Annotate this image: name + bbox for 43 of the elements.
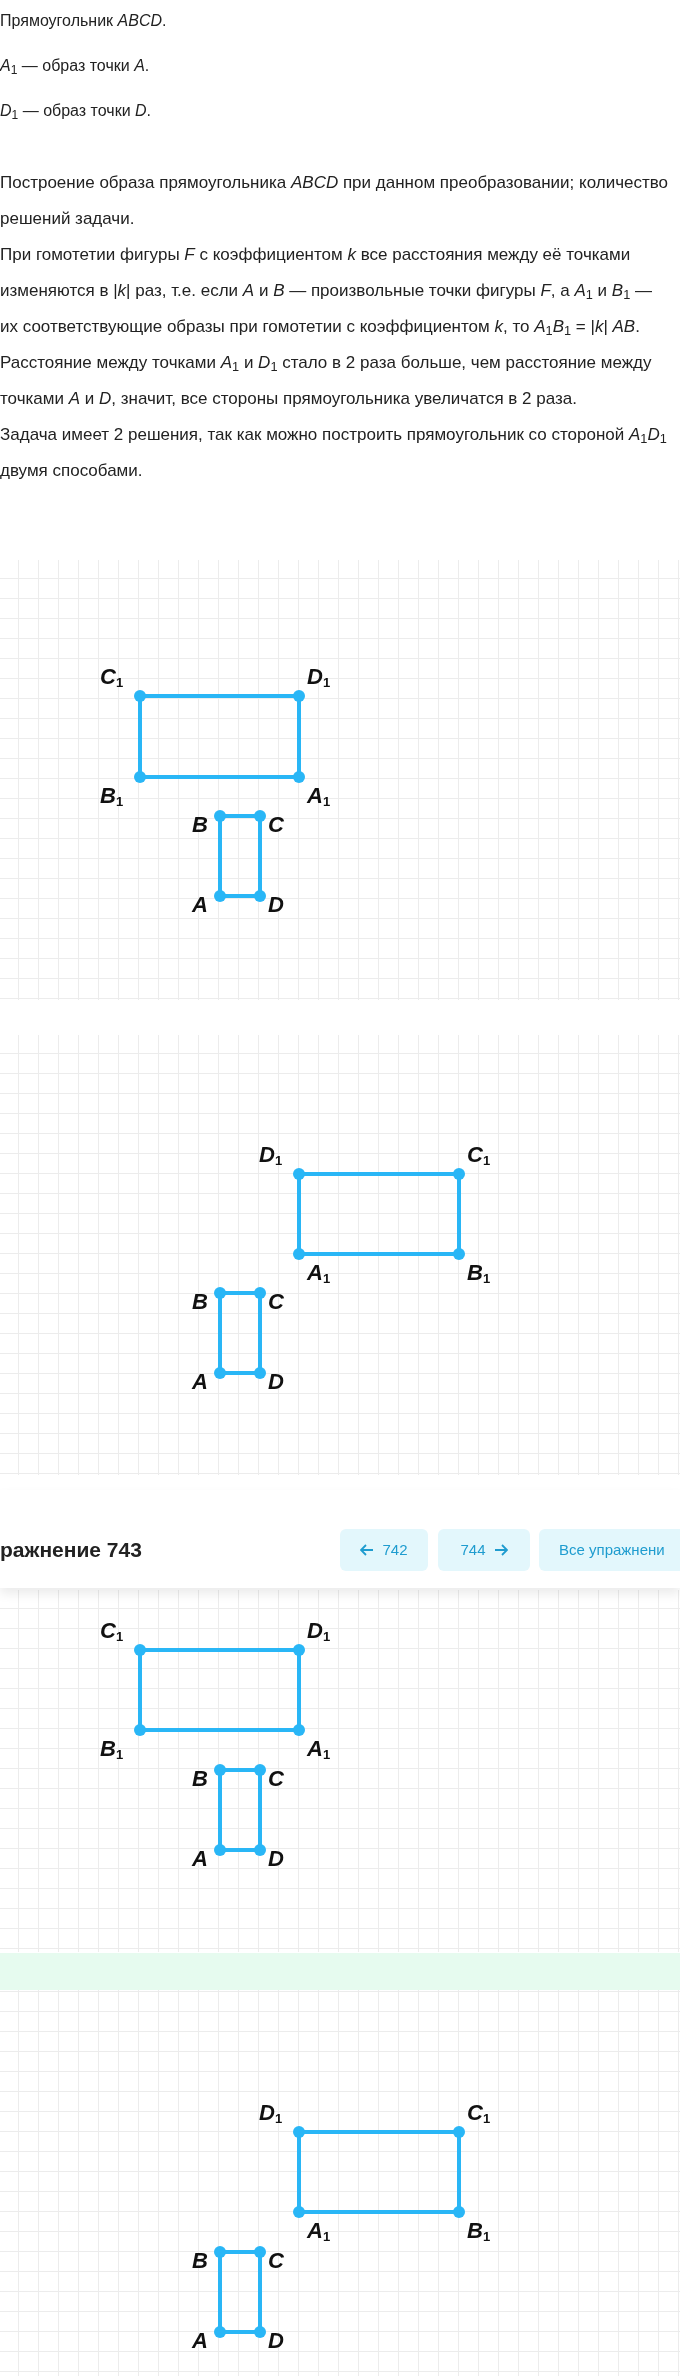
paragraph: Расстояние между точками A$_{1}$ и D$_{1}$ стало в 2 раза больше, чем расстояние между точками A и D, значит, все стороны прямоугольника увеличатся в 2 раза.: [0, 352, 653, 410]
vertex-label: D$_{1}$: [259, 1142, 283, 1168]
paragraph: При гомотетии фигуры F с коэффициентом k все расстояния между её точками изменяются в |k| раз, т.е. если A и B — произвольные точки фигуры F, а A$_{1}$ и B$_{1}$ — их соответствующие образы при гомотетии с коэффициентом k, то A$_{1}$B$_{1}$ = |k| AB.: [0, 244, 653, 341]
vertex-label: A: [192, 1846, 208, 1872]
vertex-label: D: [268, 2328, 284, 2354]
all-exercises-button: Все упражнени: [539, 1529, 680, 1571]
vertex-label: A: [192, 1369, 208, 1395]
vertex-label: A$_{1}$: [307, 783, 331, 809]
vertex-label: A: [192, 892, 208, 918]
vertex-label: A$_{1}$: [307, 1736, 331, 1762]
paragraph: Построение образа прямоугольника ABCD при данном преобразовании; количество решений задачи.: [0, 172, 670, 230]
text: Прямоугольник ABCD.: [0, 11, 167, 31]
vertex-label: C$_{1}$: [467, 1142, 491, 1168]
vertex-label: B: [192, 2248, 208, 2274]
vertex-label: C$_{1}$: [100, 664, 124, 690]
vertex-label: B: [192, 1766, 208, 1792]
vertex-label: A$_{1}$: [307, 1260, 331, 1286]
vertex-label: D: [268, 1369, 284, 1395]
vertex-label: D: [268, 1846, 284, 1872]
vertex-label: C: [268, 812, 284, 838]
text: D$_{1}$ — образ точки D.: [0, 101, 152, 124]
vertex-label: C: [268, 1289, 284, 1315]
vertex-label: C$_{1}$: [467, 2100, 491, 2126]
paragraph: Задача имеет 2 решения, так как можно построить прямоугольник со стороной A$_{1}$D$_{1}$ двумя способами.: [0, 424, 668, 482]
next-button: 744: [438, 1529, 530, 1571]
vertex-label: B: [192, 1289, 208, 1315]
vertex-label: D$_{1}$: [307, 664, 331, 690]
vertex-label: A: [192, 2328, 208, 2354]
vertex-label: B$_{1}$: [467, 1260, 491, 1286]
vertex-label: A$_{1}$: [307, 2218, 331, 2244]
previous-button: 742: [340, 1529, 428, 1571]
vertex-label: B$_{1}$: [100, 783, 124, 809]
text: A$_{1}$ — образ точки A.: [0, 56, 150, 79]
vertex-label: D: [268, 892, 284, 918]
vertex-label: C: [268, 1766, 284, 1792]
vertex-label: B$_{1}$: [467, 2218, 491, 2244]
vertex-label: C: [268, 2248, 284, 2274]
page-heading: ражнение 743: [0, 1537, 142, 1563]
vertex-label: D$_{1}$: [307, 1618, 331, 1644]
vertex-label: D$_{1}$: [259, 2100, 283, 2126]
vertex-label: B: [192, 812, 208, 838]
vertex-label: C$_{1}$: [100, 1618, 124, 1644]
vertex-label: B$_{1}$: [100, 1736, 124, 1762]
